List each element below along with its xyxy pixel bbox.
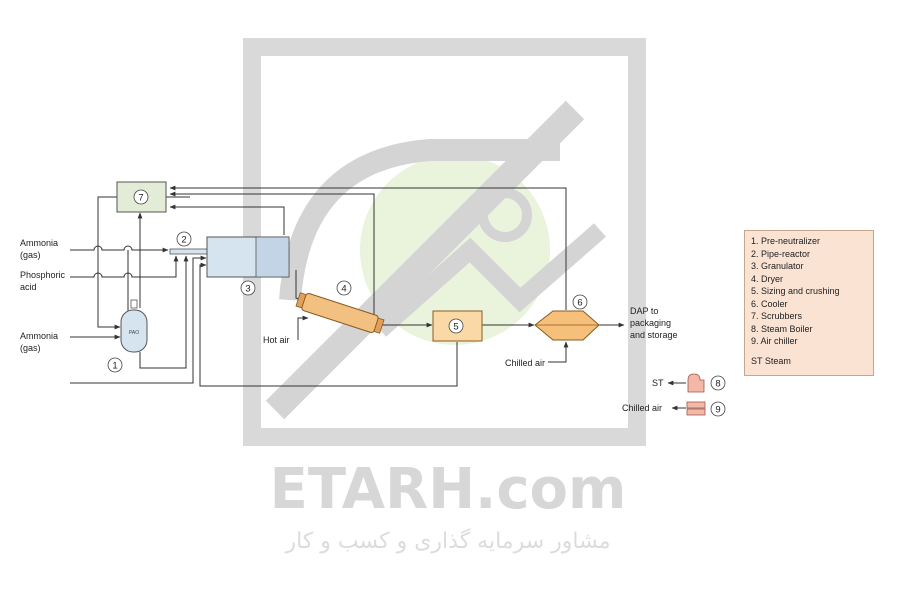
label-ammonia-top: Ammonia (gas) <box>20 238 61 260</box>
svg-text:1: 1 <box>112 361 117 372</box>
unit-number-8: 8 <box>710 375 726 391</box>
legend-item-dryer: 4. Dryer <box>751 273 784 284</box>
unit-number-9: 9 <box>710 401 726 417</box>
unit-number-1: 1 <box>107 357 123 373</box>
svg-text:5: 5 <box>453 322 458 333</box>
unit-number-6: 6 <box>572 294 588 310</box>
label-dap-output: DAP to packaging and storage <box>630 306 678 340</box>
label-st-output: ST <box>652 378 664 388</box>
svg-text:4: 4 <box>341 284 346 295</box>
legend-item-sizing: 5. Sizing and crushing <box>751 286 840 296</box>
legend-item-air-chiller: 9. Air chiller <box>751 336 798 346</box>
legend-item-scrubbers: 7. Scrubbers <box>751 311 803 321</box>
legend-item-pre-neutralizer: 1. Pre-neutralizer <box>751 236 821 246</box>
watermark-brand: ETARH.com <box>270 457 627 522</box>
vessel-tag: PAO <box>129 330 139 336</box>
unit-number-2: 2 <box>176 231 192 247</box>
granulator-unit <box>206 236 290 278</box>
watermark-tagline: مشاور سرمایه گذاری و کسب و کار <box>284 528 610 554</box>
legend-item-pipe-reactor: 2. Pipe-reactor <box>751 248 811 259</box>
legend-item-granulator: 3. Granulator <box>751 261 804 271</box>
unit-number-5: 5 <box>448 318 464 334</box>
legend-item-cooler: 6. Cooler <box>751 298 788 309</box>
pre-neutralizer-vessel: PAO <box>120 299 148 353</box>
svg-text:9: 9 <box>715 405 720 416</box>
legend-note-steam: ST Steam <box>751 355 791 366</box>
process-lines <box>70 185 686 411</box>
label-ammonia-bottom: Ammonia (gas) <box>20 331 61 353</box>
svg-text:6: 6 <box>577 298 582 309</box>
svg-text:2: 2 <box>181 235 186 246</box>
dryer-drum <box>295 292 385 334</box>
unit-number-3: 3 <box>240 280 256 296</box>
unit-number-4: 4 <box>336 280 352 296</box>
svg-text:8: 8 <box>715 379 720 390</box>
cooler-unit <box>534 310 600 341</box>
watermark-logo <box>243 38 646 446</box>
label-chilled-air-cooler: Chilled air <box>505 358 545 368</box>
label-phosphoric-acid: Phosphoric acid <box>20 270 68 292</box>
label-hot-air: Hot air <box>263 335 290 345</box>
legend-item-steam-boiler: 8. Steam Boiler <box>751 323 813 334</box>
legend-box: 1. Pre-neutralizer 2. Pipe-reactor 3. Gr… <box>744 230 874 376</box>
steam-boiler-icon <box>687 373 705 393</box>
label-chilled-air-output: Chilled air <box>622 403 662 413</box>
svg-text:3: 3 <box>245 284 250 295</box>
svg-text:7: 7 <box>138 193 143 204</box>
air-chiller-icon <box>686 401 706 416</box>
unit-number-7: 7 <box>133 189 149 205</box>
